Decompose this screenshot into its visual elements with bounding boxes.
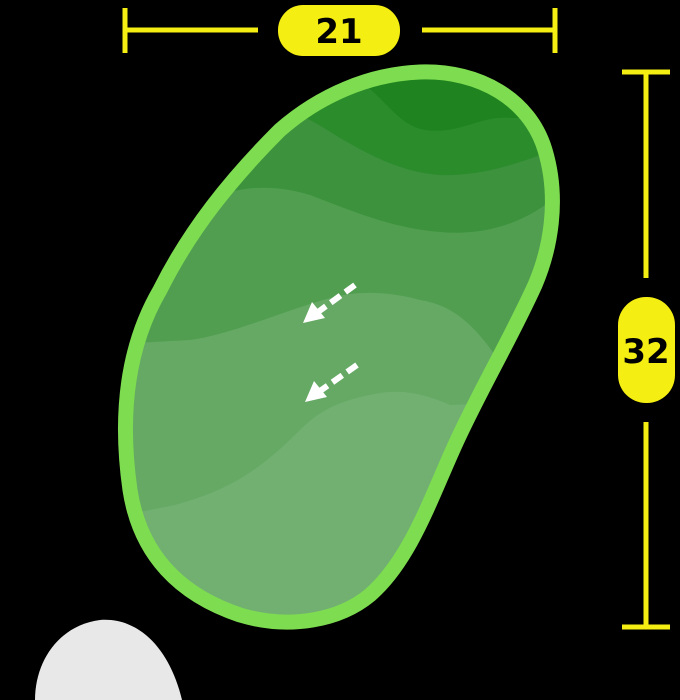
slope-arrow-upper <box>303 282 357 323</box>
depth-dimension <box>622 69 670 630</box>
width-label: 21 <box>315 12 362 52</box>
width-dimension <box>122 8 558 53</box>
width-badge <box>278 5 400 56</box>
green-outline <box>117 64 560 630</box>
green-surface <box>125 71 553 623</box>
slope-arrow-lower <box>305 362 359 402</box>
depth-label: 32 <box>622 332 669 372</box>
depth-badge <box>618 297 675 403</box>
bunker <box>35 619 182 700</box>
